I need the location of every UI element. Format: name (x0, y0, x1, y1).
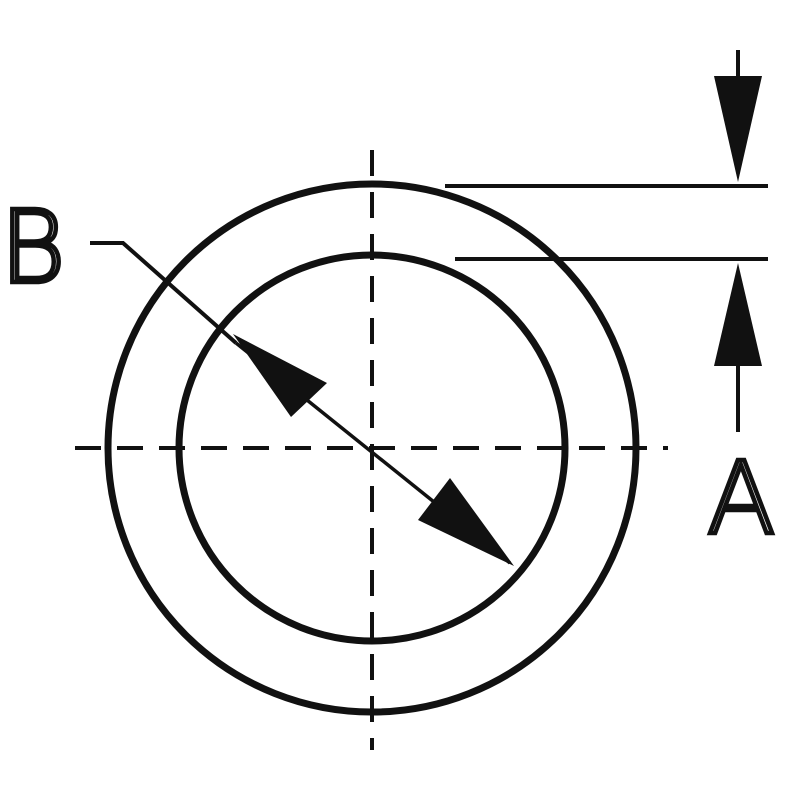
dimension-b-leader-line (90, 241, 238, 345)
dimension-label-a: A (707, 440, 775, 557)
dimension-label-b: B (0, 189, 65, 306)
dimension-a-bottom-arrowhead (714, 263, 762, 366)
inner-circle (175, 251, 569, 645)
dimension-b-upper-arrowhead (233, 334, 327, 417)
dimension-b-lower-arrowhead (418, 478, 514, 566)
outer-circle (104, 180, 640, 716)
dimension-a-top-arrowhead (714, 76, 762, 182)
